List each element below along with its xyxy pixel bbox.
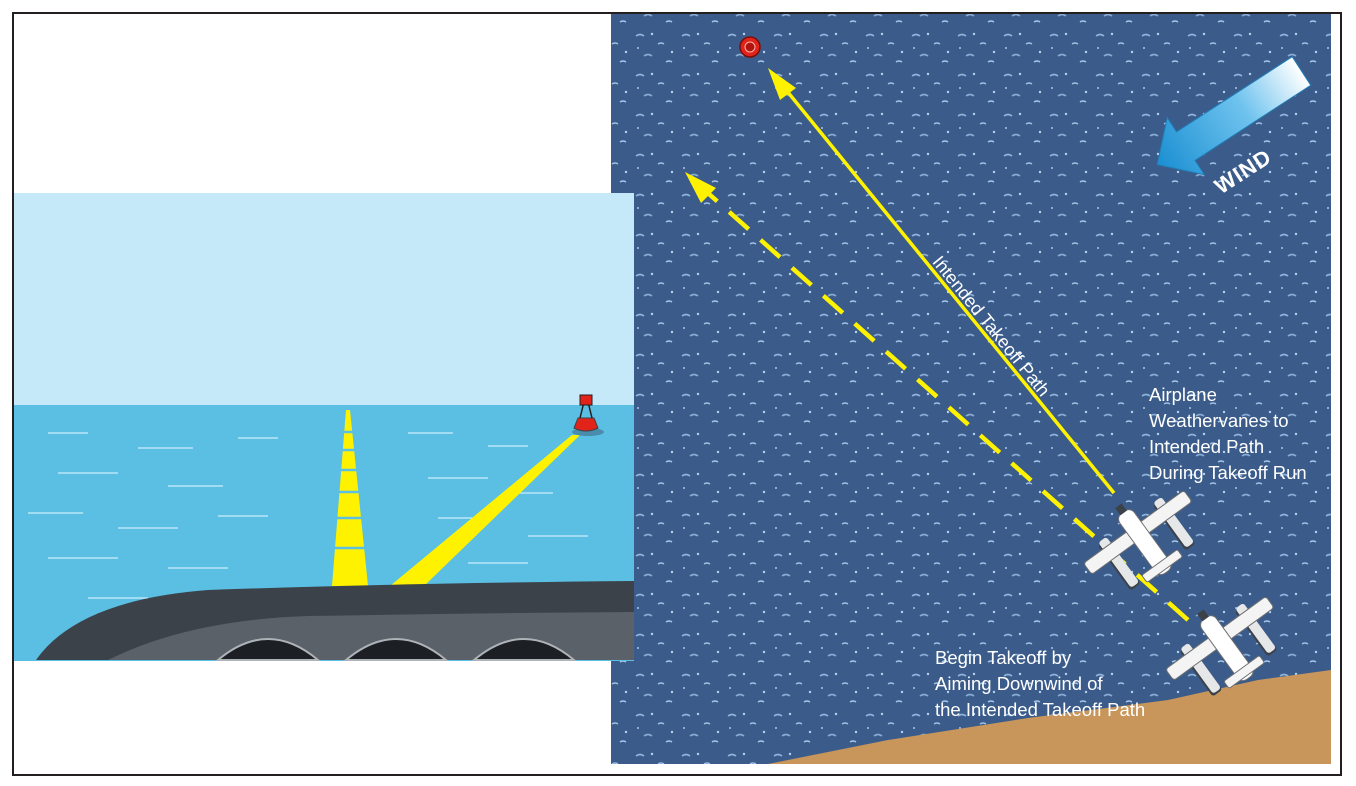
begin-takeoff-note-line: Begin Takeoff by [935, 647, 1072, 668]
weathervane-note: Airplane Weathervanes to Intended Path D… [1149, 382, 1307, 486]
intended-path-arrowhead [768, 68, 796, 100]
illustration [14, 14, 1331, 764]
begin-takeoff-note-line: the Intended Takeoff Path [935, 699, 1146, 720]
wind-arrow-icon [1156, 56, 1312, 176]
weathervane-note-line: During Takeoff Run [1149, 462, 1307, 483]
pilot-view-panel [14, 193, 634, 661]
buoy-icon [572, 394, 604, 436]
weathervane-note-line: Intended Path [1149, 436, 1265, 457]
figure-frame: WIND Intended Takeoff Path Airplane Weat… [12, 12, 1342, 776]
weathervane-note-line: Airplane [1149, 384, 1217, 405]
weathervane-note-line: Weathervanes to [1149, 410, 1289, 431]
centerline-reference [332, 410, 368, 586]
sky [14, 193, 634, 407]
begin-takeoff-note-line: Aiming Downwind of [935, 673, 1103, 694]
path-to-buoy [390, 435, 580, 586]
float-hatches [215, 638, 577, 661]
target-buoy-icon [739, 36, 761, 58]
begin-takeoff-note: Begin Takeoff by Aiming Downwind of the … [935, 645, 1145, 723]
top-view-panel [611, 14, 1331, 764]
downwind-path-arrowhead [685, 172, 716, 203]
sea-ripples [28, 432, 598, 599]
centerline-gaps [324, 430, 372, 550]
shoreline [768, 670, 1331, 764]
airplane-icon [1166, 597, 1277, 696]
airplane-icon [1084, 491, 1195, 590]
intended-path-line [776, 78, 1116, 495]
